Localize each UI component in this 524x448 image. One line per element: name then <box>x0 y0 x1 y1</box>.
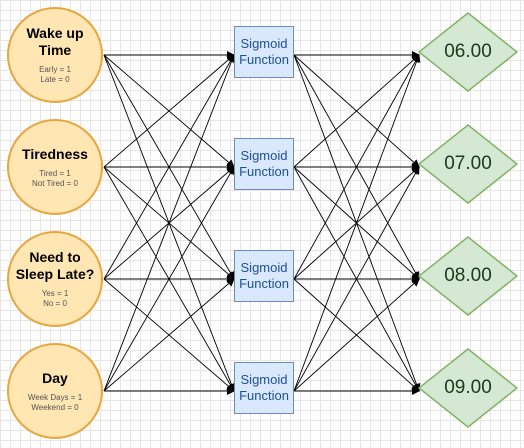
input-legend-line: No = 0 <box>43 299 67 308</box>
hidden-label-line: Function <box>239 164 289 179</box>
edge-hidden-4-to-output-1 <box>293 54 421 392</box>
edge-hidden-4-to-output-3 <box>293 278 420 392</box>
output-node-0700: 07.00 <box>418 124 518 204</box>
hidden-label-line: Sigmoid <box>240 36 288 51</box>
input-legend: Week Days = 1 Weekend = 0 <box>28 393 82 413</box>
output-label: 09.00 <box>444 377 492 398</box>
hidden-label-line: Sigmoid <box>240 260 288 275</box>
edge-hidden-3-to-output-1 <box>293 54 420 280</box>
input-title-line: Time <box>38 42 72 58</box>
input-legend-line: Early = 1 <box>39 65 71 74</box>
input-legend-line: Tired = 1 <box>39 168 71 178</box>
input-legend-line: Weekend = 0 <box>31 402 79 412</box>
hidden-label-line: Sigmoid <box>240 148 288 163</box>
hidden-label-line: Function <box>239 388 289 403</box>
input-legend: Yes = 1 No = 0 <box>42 289 69 309</box>
input-node-wake-up-time: Wake up Time Early = 1 Late = 0 <box>7 7 103 103</box>
hidden-label-line: Function <box>239 276 289 291</box>
input-node-need-to-sleep-late: Need to Sleep Late? Yes = 1 No = 0 <box>7 231 103 327</box>
input-title-line: Tiredness <box>22 145 88 162</box>
input-legend-line: Yes = 1 <box>41 289 69 298</box>
input-node-tiredness: Tiredness Tired = 1 Not Tired = 0 <box>7 119 103 215</box>
edge-hidden-4-to-output-2 <box>293 166 420 392</box>
input-legend-line: Late = 0 <box>40 75 70 84</box>
output-label: 08.00 <box>444 265 492 286</box>
edge-input-4-to-hidden-3 <box>103 278 235 392</box>
hidden-label-line: Sigmoid <box>240 372 288 387</box>
edge-input-4-to-hidden-2 <box>103 166 235 392</box>
diamond-shape <box>418 124 518 204</box>
edge-hidden-2-to-output-1 <box>293 54 420 168</box>
input-title-line: Need to <box>29 249 81 265</box>
input-title-line: Sleep Late? <box>15 266 95 282</box>
edge-input-3-to-hidden-1 <box>103 54 235 280</box>
output-label: 06.00 <box>444 41 492 62</box>
output-label: 07.00 <box>444 153 492 174</box>
output-node-0600: 06.00 <box>418 12 518 92</box>
input-legend: Tired = 1 Not Tired = 0 <box>32 169 78 189</box>
input-legend: Early = 1 Late = 0 <box>39 65 71 85</box>
diamond-shape <box>418 12 518 92</box>
input-node-day: Day Week Days = 1 Weekend = 0 <box>7 343 103 439</box>
input-legend-line: Week Days = 1 <box>27 392 83 402</box>
input-title-line: Day <box>42 369 68 386</box>
diamond-shape <box>418 236 518 316</box>
input-title: Wake up Time <box>26 25 83 59</box>
output-node-0800: 08.00 <box>418 236 518 316</box>
edge-input-2-to-hidden-1 <box>103 54 235 168</box>
hidden-label-line: Function <box>239 52 289 67</box>
diamond-shape <box>418 348 518 428</box>
edge-input-4-to-hidden-1 <box>103 54 236 392</box>
output-node-0900: 09.00 <box>418 348 518 428</box>
input-title-line: Wake up <box>26 25 84 41</box>
input-title: Need to Sleep Late? <box>16 249 95 283</box>
input-legend-line: Not Tired = 0 <box>31 178 79 188</box>
input-title: Tiredness <box>22 146 88 163</box>
input-title: Day <box>42 370 68 387</box>
